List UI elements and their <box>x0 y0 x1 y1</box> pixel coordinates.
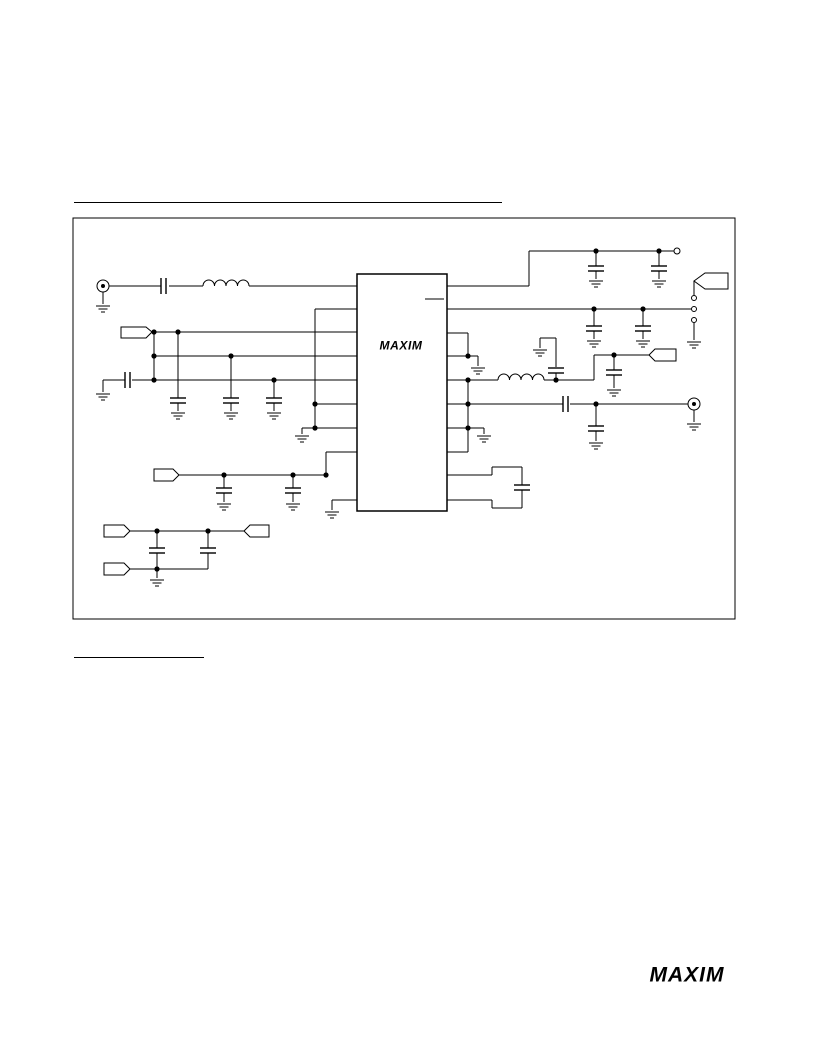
output-coupling-capacitor <box>562 395 569 413</box>
jumper-terminal-2 <box>691 306 697 312</box>
ground-symbol <box>285 503 301 511</box>
input-tag-1 <box>120 326 153 339</box>
schematic-frame <box>72 217 736 620</box>
jumper-terminal-1 <box>691 295 697 301</box>
output-inductor <box>497 373 545 381</box>
ground-symbol <box>686 341 702 349</box>
ic-body <box>356 273 448 512</box>
bypass-capacitor-1 <box>169 397 187 404</box>
control-tag <box>693 272 729 290</box>
ground-symbol <box>635 340 651 348</box>
supply-capacitor-1 <box>215 487 233 494</box>
decoupling-capacitor-4 <box>634 325 652 332</box>
subsection-heading-rule <box>74 657 204 658</box>
ground-symbol <box>588 280 604 288</box>
svg-text:MAXIM: MAXIM <box>380 339 423 351</box>
section-heading-rule <box>74 202 502 203</box>
decoupling-capacitor-3 <box>585 325 603 332</box>
output-tag-2 <box>648 348 677 362</box>
output-bypass-capacitor <box>605 369 623 376</box>
ground-symbol <box>686 423 702 431</box>
ground-symbol <box>470 367 486 375</box>
ground-symbol <box>532 349 548 357</box>
ground-symbol <box>651 280 667 288</box>
bottom-capacitor-2 <box>199 547 217 554</box>
input-tag-4 <box>103 562 131 576</box>
junction-dots <box>151 248 662 572</box>
supply-decoupling-capacitor-2 <box>650 265 668 272</box>
tuning-capacitor <box>547 367 565 374</box>
output-tag-1 <box>243 524 270 538</box>
maxim-logo-footer: MAXIM <box>650 964 725 984</box>
rf-output-connector-center <box>692 402 696 406</box>
ground-symbol <box>149 579 165 587</box>
external-loop-capacitor <box>513 484 531 491</box>
ground-symbol <box>476 435 492 443</box>
ground-symbol <box>266 412 282 420</box>
bottom-capacitor-1 <box>148 547 166 554</box>
input-coupling-capacitor <box>160 277 167 295</box>
supply-terminal <box>673 247 681 255</box>
supply-capacitor-2 <box>284 487 302 494</box>
bypass-capacitor-3 <box>265 397 283 404</box>
maxim-logo-ic: MAXIM <box>380 339 423 351</box>
output-shunt-capacitor <box>587 425 605 432</box>
rf-input-connector-center <box>101 284 105 288</box>
input-tag-2 <box>153 468 180 482</box>
ground-symbol <box>324 511 340 519</box>
input-inductor <box>202 279 250 287</box>
ground-symbol <box>223 412 239 420</box>
svg-text:MAXIM: MAXIM <box>650 964 725 984</box>
ground-symbol <box>586 340 602 348</box>
ground-symbol <box>606 389 622 397</box>
ground-symbol <box>294 435 310 443</box>
input-tag-3 <box>103 524 131 538</box>
bypass-capacitor-2 <box>222 397 240 404</box>
ground-symbol <box>170 412 186 420</box>
ground-symbol <box>95 393 111 401</box>
supply-decoupling-capacitor-1 <box>587 265 605 272</box>
jumper-terminal-3 <box>691 317 697 323</box>
ground-symbol <box>588 442 604 450</box>
ground-symbol <box>95 305 111 313</box>
ground-symbol <box>216 503 232 511</box>
input-bypass-capacitor <box>124 371 131 389</box>
